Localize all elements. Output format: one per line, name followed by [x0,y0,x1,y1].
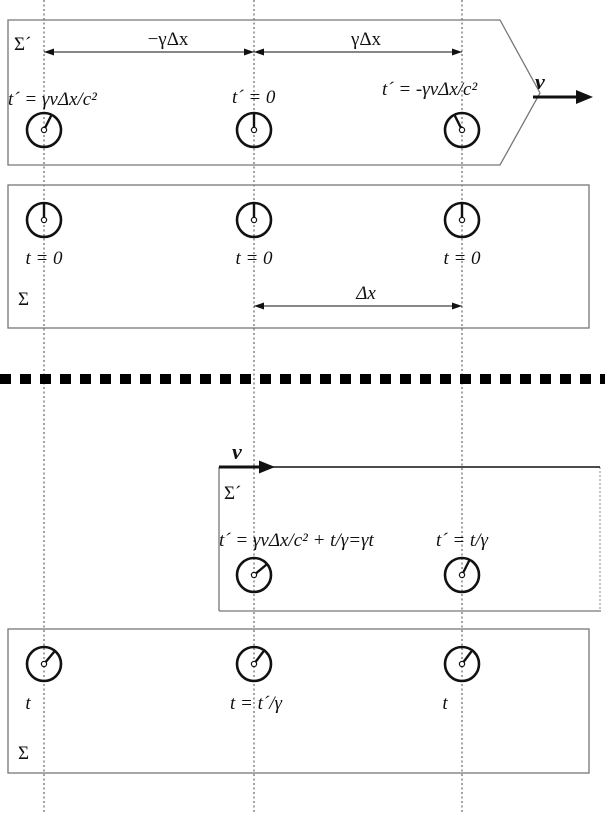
primed-frame-label-bottom: Σ´ [224,483,241,504]
clock-icon [25,111,63,149]
velocity-arrowhead-top [576,90,593,104]
dim-arrowhead-right-a [254,48,264,56]
rest-clock-label-bottom-left: t [25,693,31,714]
clock-icon [235,111,273,149]
clock-icon [25,645,63,683]
dim-label-left: −γΔx [148,29,189,50]
clock-icon [443,556,481,594]
clock-icon [25,201,63,239]
primed-clock-label-right: t´ = -γvΔx/c² [382,79,477,100]
clock-icon [235,645,273,683]
rest-clock-label-left: t = 0 [25,248,63,269]
primed-frame-label-top: Σ´ [14,34,31,55]
dim-arrowhead-rest-a [254,302,264,310]
rest-frame-box-top [7,184,590,329]
rest-clock-label-middle: t = 0 [235,248,273,269]
dim-arrowhead-left-a [44,48,54,56]
dim-label-rest: Δx [355,283,376,304]
clock-icon [443,645,481,683]
rest-clock-label-right: t = 0 [443,248,481,269]
rest-frame-label-top: Σ [18,289,29,310]
primed-frame-box-top [7,19,541,166]
primed-clock-label-middle: t´ = 0 [232,87,276,108]
rest-clock-label-bottom-middle: t = t´/γ [230,693,282,714]
dim-arrowhead-rest-b [452,302,462,310]
dim-arrowhead-left-b [244,48,254,56]
primed-clock-label-bottom-left: t´ = γvΔx/c² + t/γ=γt [219,530,375,551]
clock-icon [443,111,481,149]
clock-icon [235,556,273,594]
primed-clock-label-left: t´ = γvΔx/c² [8,89,97,110]
rest-clock-label-bottom-right: t [442,693,448,714]
clock-icon [443,201,481,239]
dim-arrowhead-right-b [452,48,462,56]
velocity-arrowhead-bottom [259,460,275,474]
rest-frame-box-bottom [7,628,590,774]
dim-label-right: γΔx [350,29,382,50]
rest-frame-label-bottom: Σ [18,743,29,764]
velocity-label-bottom: v [232,439,242,464]
velocity-label-top: v [535,69,545,94]
clock-icon [235,201,273,239]
primed-clock-label-bottom-right: t´ = t/γ [436,530,488,551]
